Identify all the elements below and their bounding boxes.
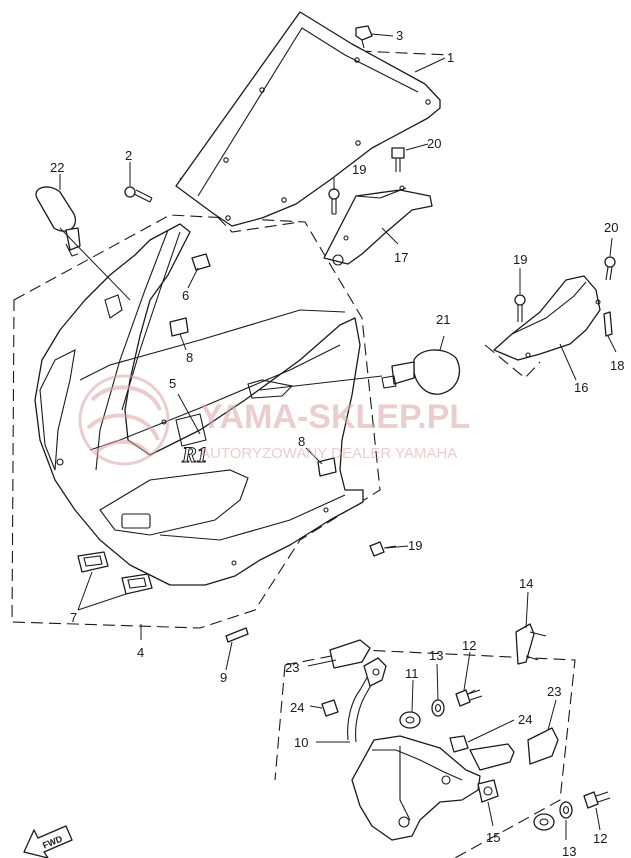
plate-23-left — [329, 639, 371, 669]
callout-23-left: 23 — [285, 660, 299, 675]
grommet-right — [121, 573, 153, 595]
tab-9 — [225, 627, 249, 643]
callout-15: 15 — [486, 830, 500, 845]
nut-24-right — [449, 735, 469, 753]
callout-24-left: 24 — [290, 700, 304, 715]
screw-3 — [355, 25, 373, 49]
callout-1: 1 — [447, 50, 454, 65]
fairing-stay — [347, 657, 481, 841]
watermark-main-text: YAMA-SKLEP.PL — [200, 398, 470, 436]
nut-8-upper — [169, 317, 189, 337]
callout-13-upper: 13 — [429, 648, 443, 663]
callout-9: 9 — [220, 670, 227, 685]
callout-20-side: 20 — [604, 220, 618, 235]
callout-19-side: 19 — [513, 252, 527, 267]
collar-11-upper — [399, 711, 421, 729]
nut-6 — [191, 253, 211, 271]
inner-panel-upper — [323, 185, 433, 266]
collar-11-lower — [533, 813, 555, 831]
nut-24-left — [321, 699, 339, 717]
fwd-arrow: FWD — [23, 825, 73, 858]
watermark-logo — [78, 374, 170, 466]
watermark-sub-text: AUTORYZOWANY DEALER YAMAHA — [200, 445, 457, 462]
front-cowling: R1 — [34, 223, 364, 586]
callout-12-lower: 12 — [593, 831, 607, 846]
plate-23-right — [527, 727, 559, 765]
air-duct-detail — [175, 413, 207, 447]
callout-numbers: 1 2 3 4 5 6 7 8 8 9 10 11 12 12 13 13 14… — [50, 28, 624, 858]
callout-20-upper: 20 — [427, 136, 441, 151]
left-mirror — [35, 186, 81, 257]
watermark: YAMA-SKLEP.PL AUTORYZOWANY DEALER YAMAHA — [78, 374, 470, 466]
rod-end — [469, 743, 515, 771]
screw-19-upper — [328, 188, 340, 215]
screw-19-side — [514, 294, 526, 322]
callout-2: 2 — [125, 148, 132, 163]
bolt-14 — [515, 623, 547, 665]
callout-19-upper: 19 — [352, 162, 366, 177]
bolt-12-lower — [583, 791, 611, 809]
callout-23-right: 23 — [547, 684, 561, 699]
callout-7: 7 — [70, 610, 77, 625]
r1-logo: R1 — [181, 442, 208, 467]
callout-14: 14 — [519, 576, 533, 591]
washer-13-lower — [559, 801, 573, 819]
callout-4: 4 — [137, 645, 144, 660]
callout-11: 11 — [405, 666, 419, 681]
side-panel — [493, 275, 601, 361]
callout-12-upper: 12 — [462, 638, 476, 653]
screw-20-side — [604, 256, 616, 281]
bracket-assembly-outline — [274, 649, 576, 858]
screw-2 — [124, 186, 153, 203]
callout-17: 17 — [394, 250, 408, 265]
bolt-12-upper — [455, 689, 483, 707]
right-mirror — [381, 349, 461, 395]
washer-13-upper — [431, 699, 445, 717]
callout-18: 18 — [610, 358, 624, 373]
nut-8-lower — [317, 457, 337, 477]
callout-8-upper: 8 — [186, 350, 193, 365]
screw-19-lower — [369, 541, 397, 557]
callout-16: 16 — [574, 380, 588, 395]
callout-8-lower: 8 — [298, 434, 305, 449]
nut-15 — [477, 779, 499, 803]
callout-13-lower: 13 — [562, 844, 576, 858]
callout-19-lower: 19 — [408, 538, 422, 553]
screw-20-upper — [391, 147, 405, 172]
grommet-left — [77, 551, 109, 573]
callout-21: 21 — [436, 312, 450, 327]
callout-6: 6 — [182, 288, 189, 303]
windscreen — [175, 11, 441, 227]
callout-3: 3 — [396, 28, 403, 43]
callout-24-right: 24 — [518, 712, 532, 727]
callout-22: 22 — [50, 160, 64, 175]
callout-10: 10 — [294, 735, 308, 750]
clip — [603, 311, 613, 337]
callout-5: 5 — [169, 376, 176, 391]
leader-lines — [59, 33, 617, 840]
